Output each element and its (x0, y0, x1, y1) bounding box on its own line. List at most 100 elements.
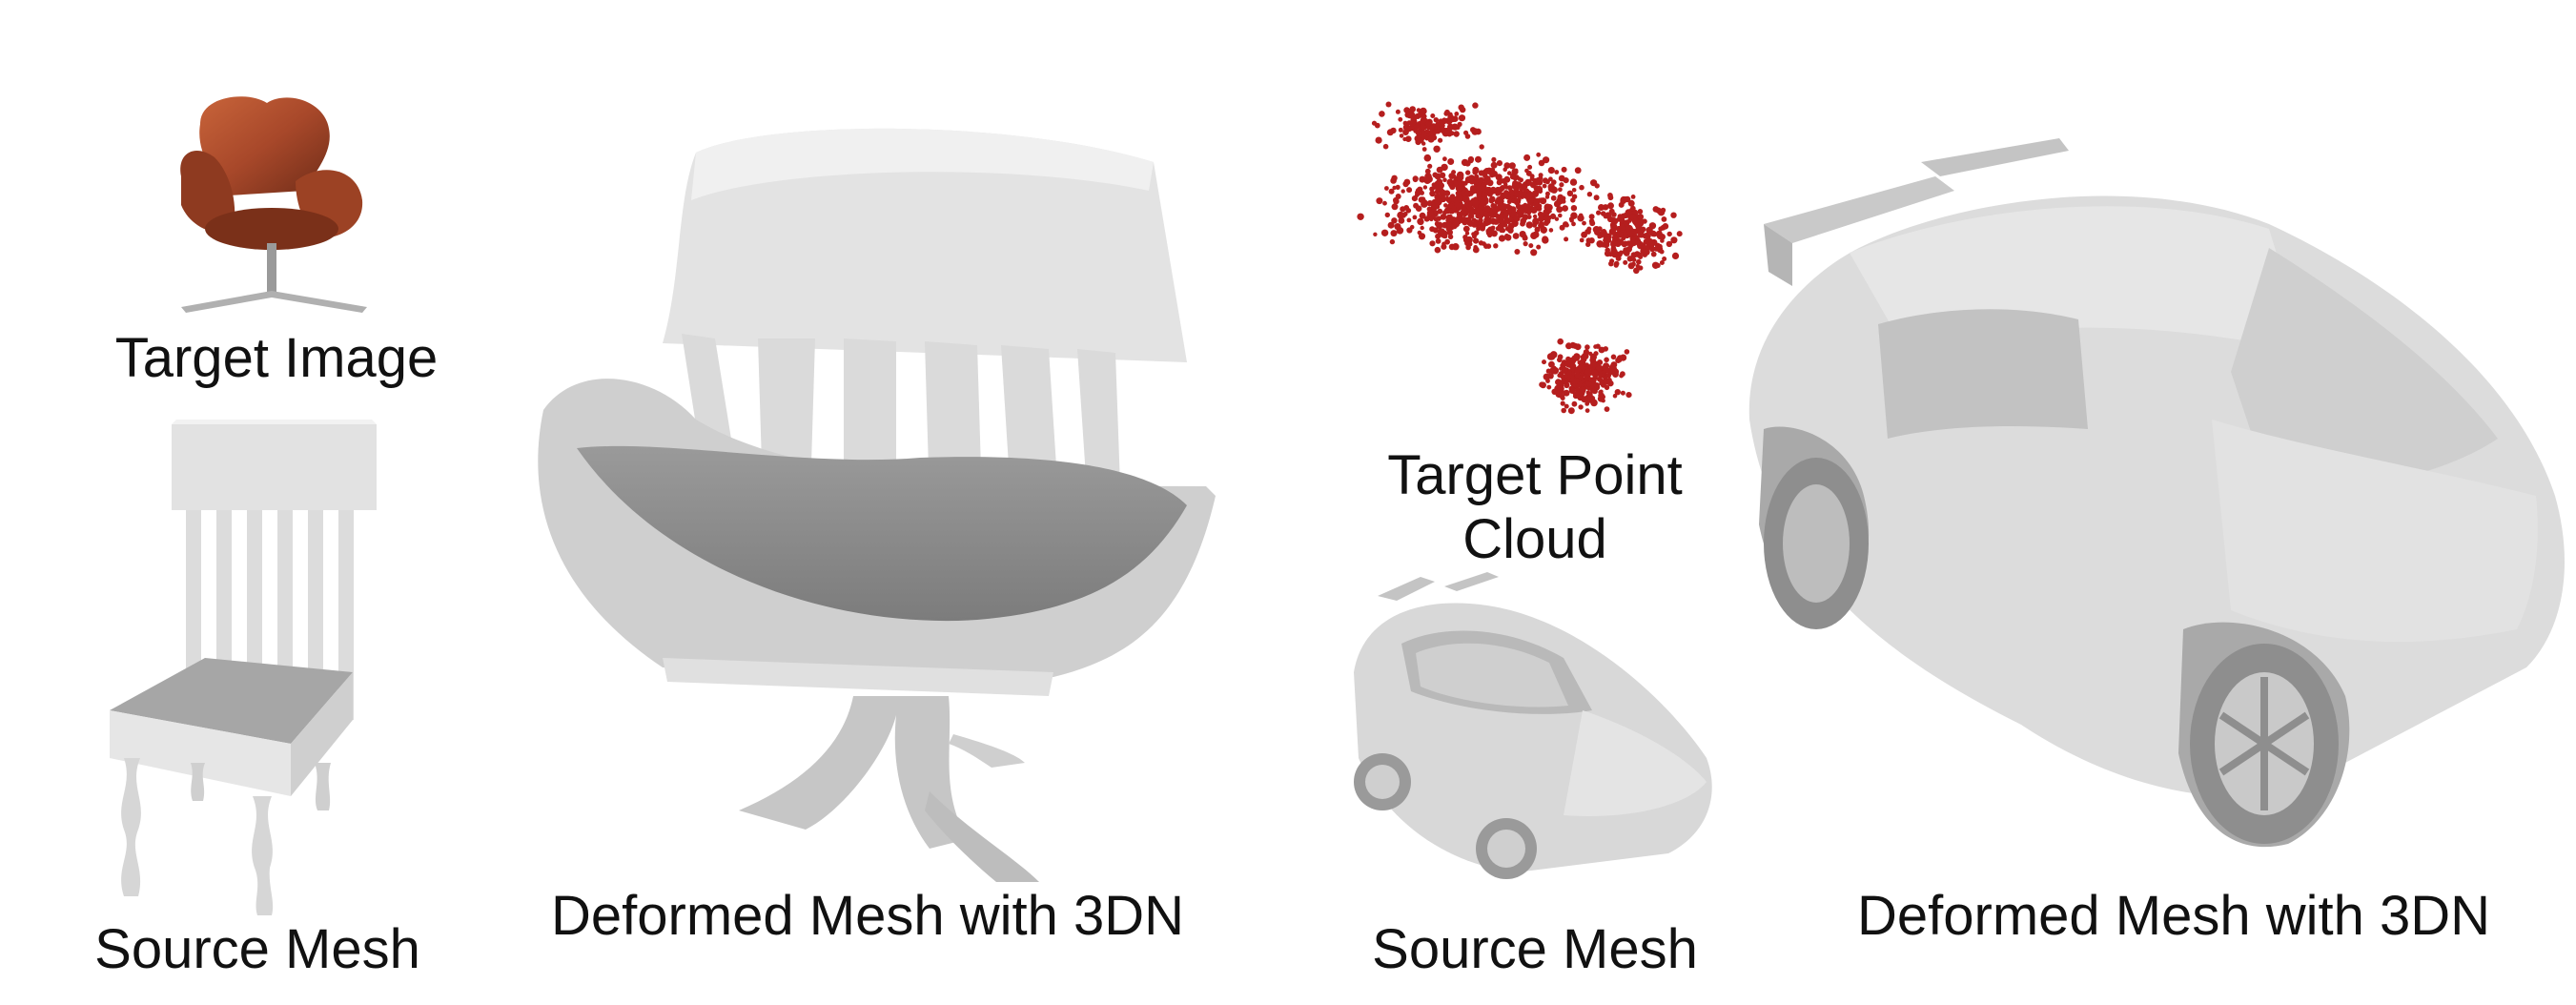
point-cloud-dot (1636, 258, 1642, 265)
point-cloud-dot (1614, 240, 1622, 247)
point-cloud-dot (1472, 166, 1480, 174)
point-cloud-dot (1627, 218, 1632, 223)
point-cloud-dot (1452, 180, 1459, 188)
point-cloud-dot (1608, 208, 1615, 215)
point-cloud-dot (1463, 130, 1469, 135)
point-cloud-dot (1508, 162, 1516, 170)
point-cloud-dot (1586, 226, 1592, 232)
point-cloud-dot (1560, 374, 1565, 379)
point-cloud-dot (1596, 210, 1602, 215)
point-cloud-dot (1564, 236, 1569, 242)
point-cloud-dot (1517, 212, 1523, 217)
point-cloud-dot (1481, 222, 1486, 227)
point-cloud-dot (1410, 119, 1417, 126)
point-cloud-dot (1442, 156, 1447, 162)
point-cloud-dot (1503, 212, 1509, 218)
point-cloud-dot (1424, 129, 1430, 134)
point-cloud-dot (1398, 127, 1403, 133)
point-cloud-dot (1569, 178, 1578, 186)
point-cloud-dot (1642, 233, 1649, 239)
point-cloud-dot (1568, 216, 1574, 222)
point-cloud-dot (1382, 200, 1387, 206)
point-cloud-dot (1464, 231, 1470, 236)
point-cloud-dot (1435, 238, 1441, 244)
point-cloud-dot (1444, 238, 1450, 245)
point-cloud-dot (1406, 187, 1413, 194)
point-cloud-dot (1615, 357, 1622, 363)
point-cloud-dot (1567, 407, 1575, 415)
point-cloud-dot (1607, 193, 1613, 198)
point-cloud-dot (1640, 248, 1646, 255)
point-cloud-dot (1454, 112, 1460, 116)
point-cloud-dot (1357, 213, 1364, 220)
point-cloud-dot (1415, 130, 1422, 136)
point-cloud-dot (1421, 113, 1427, 119)
point-cloud-dot (1634, 222, 1642, 230)
point-cloud-dot (1610, 240, 1617, 247)
point-cloud-dot (1549, 367, 1557, 375)
point-cloud-dot (1391, 174, 1398, 181)
point-cloud-dot (1434, 173, 1441, 180)
point-cloud-dot (1464, 191, 1469, 196)
source-mesh-chair (100, 420, 386, 920)
point-cloud-dot (1402, 180, 1409, 188)
point-cloud-dot (1433, 145, 1441, 153)
point-cloud-dot (1485, 243, 1492, 249)
point-cloud-dot (1612, 218, 1619, 225)
point-cloud-dot (1614, 389, 1621, 396)
point-cloud-dot (1420, 214, 1425, 219)
point-cloud-dot (1532, 231, 1540, 238)
point-cloud-dot (1570, 205, 1578, 212)
point-cloud-dot (1522, 206, 1528, 213)
point-cloud-dot (1574, 343, 1582, 351)
point-cloud-dot (1439, 228, 1445, 235)
point-cloud-dot (1549, 213, 1557, 219)
point-cloud-dot (1447, 234, 1454, 239)
point-cloud-dot (1603, 346, 1608, 352)
point-cloud-dot (1506, 171, 1512, 175)
point-cloud-dot (1473, 230, 1480, 236)
point-cloud-dot (1574, 167, 1582, 174)
point-cloud-dot (1635, 263, 1640, 269)
point-cloud-dot (1503, 222, 1508, 228)
point-cloud-dot (1406, 217, 1412, 223)
point-cloud-dot (1521, 182, 1528, 190)
point-cloud-dot (1402, 120, 1408, 126)
point-cloud-dot (1563, 389, 1570, 397)
point-cloud-dot (1539, 197, 1544, 203)
point-cloud-dot (1612, 371, 1619, 378)
point-cloud-dot (1574, 373, 1581, 379)
point-cloud-dot (1603, 240, 1610, 249)
point-cloud-dot (1640, 226, 1646, 233)
point-cloud-dot (1484, 197, 1489, 202)
point-cloud-dot (1542, 236, 1548, 243)
point-cloud-dot (1611, 251, 1619, 258)
point-cloud-dot (1461, 207, 1468, 215)
point-cloud-dot (1458, 104, 1464, 111)
point-cloud-dot (1523, 241, 1528, 247)
point-cloud-dot (1429, 216, 1434, 222)
point-cloud-dot (1570, 365, 1576, 370)
point-cloud-dot (1475, 155, 1482, 163)
point-cloud-dot (1544, 195, 1550, 199)
point-cloud-dot (1512, 233, 1520, 239)
point-cloud-dot (1529, 174, 1535, 179)
point-cloud-dot (1584, 344, 1590, 350)
point-cloud-dot (1604, 250, 1611, 257)
point-cloud-dot (1417, 218, 1424, 226)
point-cloud-dot (1577, 360, 1582, 365)
point-cloud-dot (1473, 237, 1480, 244)
point-cloud-dot (1562, 379, 1566, 384)
point-cloud-dot (1579, 184, 1584, 191)
point-cloud-dot (1443, 203, 1448, 208)
point-cloud-dot (1659, 260, 1665, 265)
point-cloud-dot (1651, 261, 1660, 269)
point-cloud-dot (1432, 227, 1439, 234)
point-cloud-dot (1482, 173, 1488, 179)
point-cloud-dot (1648, 245, 1656, 253)
point-cloud-dot (1593, 382, 1600, 389)
point-cloud-dot (1623, 259, 1628, 265)
point-cloud-dot (1442, 177, 1447, 182)
point-cloud-dot (1479, 144, 1484, 150)
point-cloud-dot (1386, 129, 1394, 136)
